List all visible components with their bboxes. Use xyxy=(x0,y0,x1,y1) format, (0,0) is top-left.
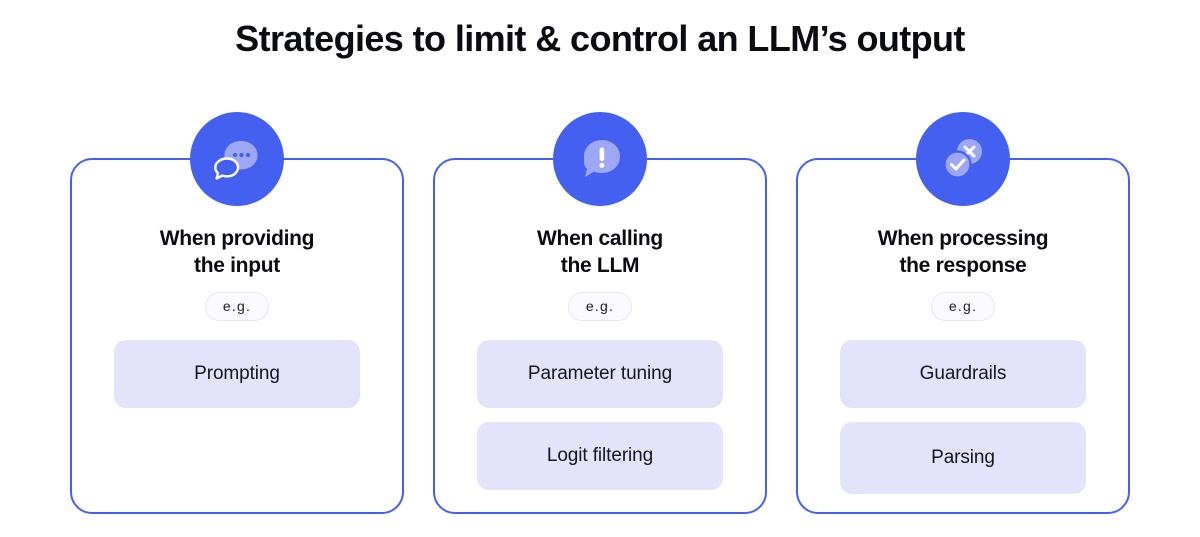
card-heading: When providing the input xyxy=(159,227,315,277)
check-cross-circles-icon xyxy=(916,112,1010,206)
strategy-card-input: When providing the input e.g. Prompting xyxy=(70,112,404,514)
example-pill[interactable]: Prompting xyxy=(114,340,360,408)
eg-pill-container: e.g. xyxy=(72,292,402,321)
eg-badge: e.g. xyxy=(204,292,270,321)
example-list: Parameter tuning Logit filtering xyxy=(477,340,723,490)
example-list: Prompting xyxy=(114,340,360,408)
card-heading: When processing the response xyxy=(877,227,1049,277)
strategy-card-response: When processing the response e.g. Guardr… xyxy=(796,112,1130,514)
example-pill[interactable]: Parameter tuning xyxy=(477,340,723,408)
eg-pill-container: e.g. xyxy=(435,292,765,321)
page-title: Strategies to limit & control an LLM’s o… xyxy=(235,18,965,59)
example-pill[interactable]: Logit filtering xyxy=(477,422,723,490)
example-pill[interactable]: Guardrails xyxy=(840,340,1086,408)
eg-badge: e.g. xyxy=(930,292,996,321)
example-list: Guardrails Parsing xyxy=(840,340,1086,494)
strategy-cards-row: When providing the input e.g. Prompting … xyxy=(70,112,1130,514)
eg-badge: e.g. xyxy=(567,292,633,321)
eg-pill-container: e.g. xyxy=(798,292,1128,321)
alert-bubble-icon xyxy=(553,112,647,206)
strategy-card-calling: When calling the LLM e.g. Parameter tuni… xyxy=(433,112,767,514)
chat-bubbles-icon xyxy=(190,112,284,206)
example-pill[interactable]: Parsing xyxy=(840,422,1086,494)
card-heading: When calling the LLM xyxy=(537,227,663,277)
